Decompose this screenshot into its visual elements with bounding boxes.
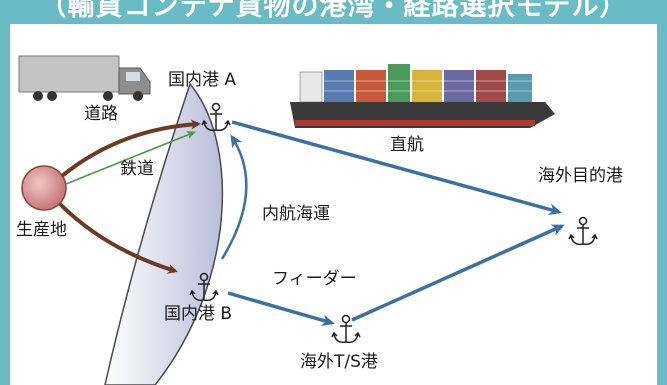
origin-node bbox=[21, 165, 67, 211]
truck-icon bbox=[18, 55, 151, 101]
diagram-canvas bbox=[18, 55, 598, 385]
transship-label: 海外T/S港 bbox=[300, 352, 378, 372]
coastal-route bbox=[220, 134, 248, 260]
anchor-icon bbox=[201, 102, 231, 132]
coastal-label: 内航海運 bbox=[262, 204, 330, 224]
container-ship-icon bbox=[290, 64, 555, 128]
anchor-icon bbox=[568, 216, 598, 246]
road-label: 道路 bbox=[84, 104, 118, 124]
header-title: （輸貨コンテナ貨物の港湾・経路選択モデル） bbox=[39, 0, 628, 22]
port-b-label: 国内港 B bbox=[164, 304, 233, 324]
direct-route bbox=[231, 120, 562, 216]
diagram-panel: 国内港 A 道路 直航 鉄道 海外目的港 内航海運 生産地 フィーダー 国内港 … bbox=[10, 24, 657, 385]
coastline bbox=[104, 82, 224, 385]
anchor-icon bbox=[189, 272, 219, 302]
origin-label: 生産地 bbox=[16, 220, 67, 240]
road-route-to-port-a bbox=[60, 119, 201, 178]
header-banner: （輸貨コンテナ貨物の港湾・経路選択モデル） bbox=[0, 0, 667, 24]
anchor-icon bbox=[331, 314, 361, 344]
feeder-route bbox=[227, 291, 335, 326]
rail-label: 鉄道 bbox=[120, 159, 154, 179]
port-a-label: 国内港 A bbox=[168, 70, 237, 90]
feeder-label: フィーダー bbox=[272, 269, 357, 289]
direct-label: 直航 bbox=[390, 135, 424, 155]
transship-route bbox=[351, 224, 565, 322]
road-route-to-port-b bbox=[58, 202, 178, 274]
destination-label: 海外目的港 bbox=[538, 166, 623, 186]
rail-route bbox=[65, 131, 196, 185]
